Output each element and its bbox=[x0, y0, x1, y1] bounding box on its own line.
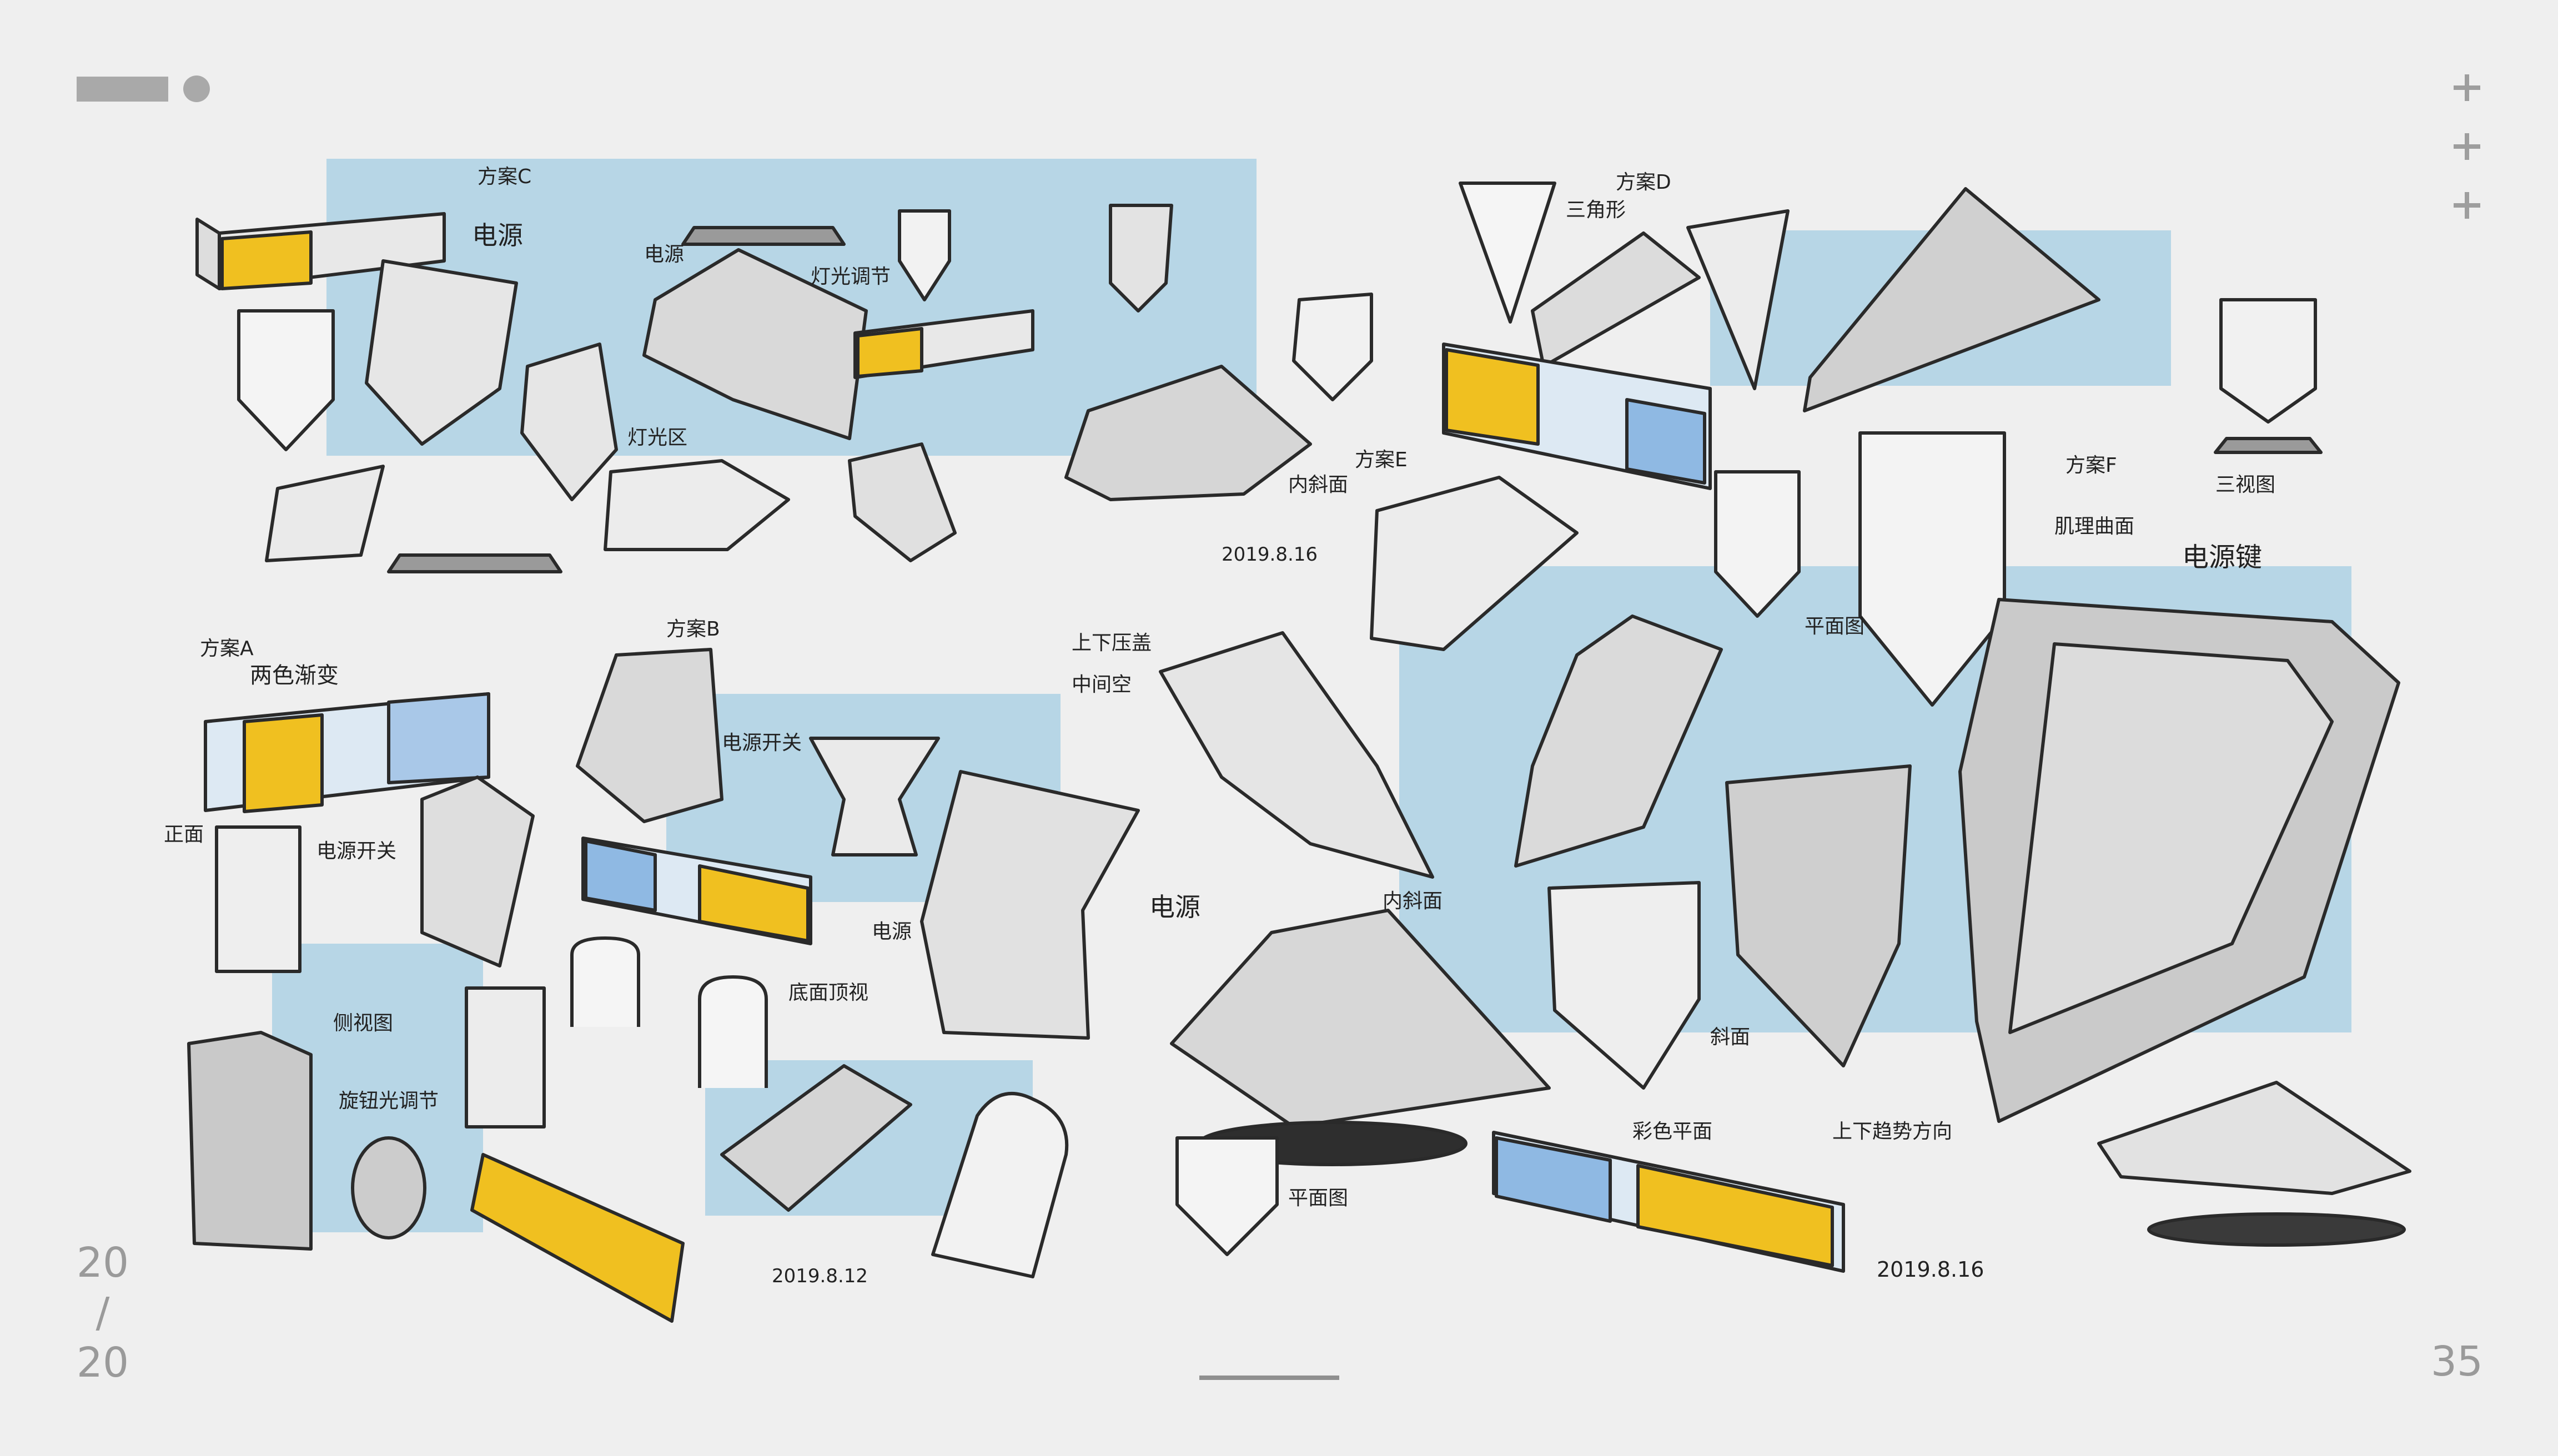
sketch-shadow bbox=[2147, 1212, 2406, 1247]
annotation-text: 方案D bbox=[1616, 171, 1671, 194]
sketch-wedge bbox=[681, 226, 846, 246]
bottom-divider bbox=[1199, 1376, 1339, 1380]
sketch-shield bbox=[2219, 298, 2317, 424]
page-number: 35 bbox=[2430, 1338, 2483, 1386]
sketch-color-bar-bottom-left bbox=[470, 1153, 685, 1323]
page-fraction-top: 20 bbox=[76, 1239, 129, 1287]
annotation-text: 方案A bbox=[200, 637, 254, 660]
sketch-color-bar-right bbox=[1442, 342, 1712, 490]
sketch-box bbox=[576, 648, 723, 823]
annotation-text: 电源 bbox=[644, 243, 684, 266]
annotation-text: 中间空 bbox=[1072, 673, 1132, 696]
annotation-text: 电源 bbox=[1149, 892, 1200, 922]
annotation-text: 2019.8.12 bbox=[772, 1265, 868, 1287]
sketch-knob bbox=[351, 1136, 426, 1240]
annotation-text: 底面顶视 bbox=[788, 981, 868, 1004]
annotation-text: 彩色平面 bbox=[1632, 1120, 1712, 1143]
annotation-text: 上下压盖 bbox=[1072, 632, 1152, 654]
sketch-arch-tilted bbox=[720, 1064, 912, 1212]
sketch-shield bbox=[1292, 293, 1373, 401]
annotation-text: 方案C bbox=[478, 165, 531, 188]
sketch-wedge bbox=[2097, 1081, 2411, 1195]
page-fraction: 20 / 20 bbox=[72, 1238, 133, 1388]
annotation-text: 方案B bbox=[666, 618, 720, 641]
annotation-text: 两色渐变 bbox=[250, 663, 339, 688]
annotation-text: 斜面 bbox=[1710, 1026, 1750, 1049]
sketch-hourglass bbox=[920, 770, 1140, 1040]
sketch-shield bbox=[1109, 204, 1173, 313]
sketch-box-front bbox=[215, 825, 301, 973]
annotation-text: 平面图 bbox=[1805, 615, 1865, 638]
sketch-shield bbox=[1159, 631, 1434, 879]
annotation-text: 侧视图 bbox=[333, 1012, 393, 1035]
annotation-text: 三视图 bbox=[2215, 473, 2275, 496]
sketch-shield bbox=[642, 248, 868, 440]
sketch-wedge bbox=[387, 553, 562, 573]
annotation-text: 灯光调节 bbox=[811, 265, 891, 288]
annotation-text: 电源开关 bbox=[722, 732, 802, 754]
sketch-box bbox=[187, 1031, 313, 1251]
sketch-arch bbox=[698, 975, 768, 1088]
plus-icon[interactable] bbox=[2454, 74, 2480, 101]
sketch-hourglass bbox=[809, 737, 940, 857]
annotation-text: 正面 bbox=[164, 823, 204, 846]
annotation-text: 电源键 bbox=[2182, 542, 2262, 573]
sketch-shield bbox=[604, 459, 790, 551]
sketch-shield bbox=[1514, 614, 1723, 868]
sketch-arch bbox=[931, 1092, 1069, 1278]
plus-icon[interactable] bbox=[2454, 133, 2480, 160]
sketch-shield bbox=[237, 309, 335, 451]
sketch-shield bbox=[1064, 365, 1312, 501]
sketch-shield bbox=[848, 442, 957, 562]
sketch-shield bbox=[365, 259, 518, 446]
sketch-color-bar-left-mid bbox=[204, 692, 490, 813]
annotation-text: 2019.8.16 bbox=[1222, 543, 1318, 566]
plus-icon[interactable] bbox=[2454, 192, 2480, 219]
sketch-triangle bbox=[1459, 182, 1556, 324]
sketch-triangle bbox=[1686, 209, 1790, 390]
annotation-text: 肌理曲面 bbox=[2054, 515, 2134, 538]
annotation-text: 电源开关 bbox=[316, 840, 396, 863]
annotation-text: 上下趋势方向 bbox=[1832, 1120, 1952, 1143]
annotation-text: 三角形 bbox=[1566, 199, 1626, 221]
annotation-text: 方案E bbox=[1355, 449, 1408, 471]
page-fraction-slash: / bbox=[96, 1289, 110, 1337]
annotation-text: 灯光区 bbox=[627, 426, 687, 449]
sketch-shield bbox=[1370, 476, 1579, 651]
sketch-shield bbox=[1725, 764, 1912, 1067]
sketch-shield bbox=[520, 342, 618, 501]
sketch-shield bbox=[1858, 431, 2006, 707]
sketch-shield bbox=[898, 209, 951, 301]
annotation-text: 电源 bbox=[472, 220, 523, 250]
sketch-color-bar-top-left bbox=[195, 212, 446, 290]
sketch-wedge bbox=[265, 465, 385, 562]
annotation-text: 方案F bbox=[2066, 454, 2117, 477]
header-dot-decoration bbox=[183, 75, 210, 102]
sketch-color-bar-center bbox=[581, 837, 812, 945]
annotation-text: 平面图 bbox=[1288, 1187, 1348, 1210]
annotation-text: 旋钮光调节 bbox=[339, 1090, 439, 1112]
sketch-shield bbox=[1547, 881, 1701, 1090]
sketch-color-bar-bottom-right bbox=[1492, 1131, 1845, 1273]
sketch-box bbox=[420, 775, 535, 968]
annotation-text: 2019.8.16 bbox=[1877, 1257, 1984, 1282]
sketch-color-bar-mid-top bbox=[853, 309, 1034, 379]
annotation-text: 内斜面 bbox=[1288, 473, 1348, 496]
sketch-arch bbox=[570, 936, 640, 1027]
annotations: 方案C 电源 灯光调节 电源 灯光区 方案D 三角形 方案E 内斜面 2019.… bbox=[164, 165, 2275, 1287]
sketch-shield bbox=[1714, 470, 1801, 618]
header-bar-decoration bbox=[77, 77, 168, 102]
sketch-wedge bbox=[2214, 437, 2323, 454]
page-fraction-bottom: 20 bbox=[76, 1339, 129, 1387]
annotation-text: 电源 bbox=[872, 920, 912, 943]
sketch-shield bbox=[1175, 1136, 1279, 1256]
annotation-text: 内斜面 bbox=[1383, 890, 1443, 913]
sketch-box bbox=[465, 986, 546, 1128]
sketch-shield-large bbox=[1170, 909, 1551, 1128]
sketch-triangle bbox=[1531, 231, 1701, 368]
sketch-triangle-large bbox=[1803, 187, 2100, 412]
